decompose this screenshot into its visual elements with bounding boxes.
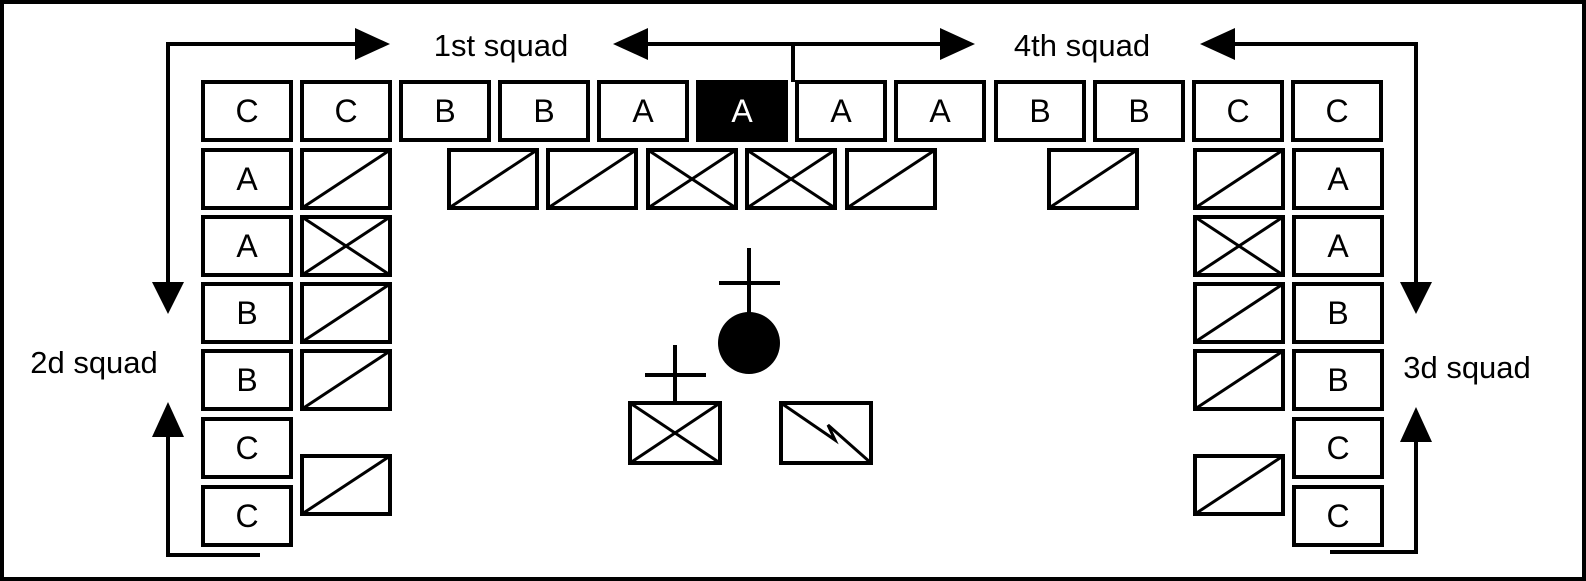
right-column-box-label: A xyxy=(1327,161,1349,197)
right-column-box: C xyxy=(1292,485,1384,547)
top-row-box: C xyxy=(1291,80,1383,142)
top-row-box-label: A xyxy=(929,93,951,129)
slash-vehicle-icon xyxy=(1193,454,1285,516)
right-column-box-label: A xyxy=(1327,228,1349,264)
leader-icon xyxy=(718,248,780,374)
arrow-1st-4th-squad xyxy=(613,28,975,82)
top-row-box-label: C xyxy=(334,93,357,129)
top-row-box: B xyxy=(994,80,1086,142)
top-row-box-label: B xyxy=(1029,93,1050,129)
top-row-box-label: A xyxy=(632,93,654,129)
left-column-box-label: C xyxy=(235,498,258,534)
right-column-box: B xyxy=(1292,349,1384,411)
signal-vehicle-icon xyxy=(779,401,873,465)
slash-vehicle-icon xyxy=(1193,148,1285,210)
top-row-box-label: C xyxy=(1325,93,1348,129)
arrow-3d-squad-up xyxy=(1330,407,1432,554)
slash-vehicle-icon xyxy=(447,148,539,210)
left-column-box: C xyxy=(201,485,293,547)
top-row-box-label: C xyxy=(1226,93,1249,129)
right-column-box-label: B xyxy=(1327,362,1348,398)
left-column-box: B xyxy=(201,349,293,411)
top-row-box: A xyxy=(696,80,788,142)
left-column-box: C xyxy=(201,417,293,479)
arrow-2d-squad-up xyxy=(152,402,260,557)
right-column-box: A xyxy=(1292,148,1384,210)
left-column-box: A xyxy=(201,215,293,277)
top-row-box: C xyxy=(1192,80,1284,142)
slash-vehicle-icon xyxy=(1047,148,1139,210)
slash-vehicle-icon xyxy=(300,454,392,516)
top-row-box: A xyxy=(894,80,986,142)
right-column-box-label: C xyxy=(1326,498,1349,534)
top-row-box-label: A xyxy=(830,93,852,129)
command-vehicle-icon xyxy=(628,345,722,465)
top-row-box: C xyxy=(300,80,392,142)
top-row-box-label: B xyxy=(434,93,455,129)
left-column-box-label: B xyxy=(236,295,257,331)
right-column-box: A xyxy=(1292,215,1384,277)
top-row-box: C xyxy=(201,80,293,142)
left-column-box-label: A xyxy=(236,161,258,197)
top-row-box: A xyxy=(795,80,887,142)
cross-vehicle-icon xyxy=(745,148,837,210)
slash-vehicle-icon xyxy=(300,282,392,344)
top-row-box-label: B xyxy=(1128,93,1149,129)
slash-vehicle-icon xyxy=(845,148,937,210)
arrow-2d-squad-down xyxy=(152,28,390,314)
top-row-box: A xyxy=(597,80,689,142)
cross-vehicle-icon xyxy=(1193,215,1285,277)
left-column-box-label: C xyxy=(235,430,258,466)
top-row-box-label: C xyxy=(235,93,258,129)
squad-label-3d: 3d squad xyxy=(1403,350,1531,385)
squad-label-1st: 1st squad xyxy=(434,28,568,63)
slash-vehicle-icon xyxy=(300,349,392,411)
slash-vehicle-icon xyxy=(1193,282,1285,344)
left-column-box: B xyxy=(201,282,293,344)
arrow-3d-squad-down xyxy=(1200,28,1432,314)
left-column-box: A xyxy=(201,148,293,210)
squad-label-4th: 4th squad xyxy=(1014,28,1150,63)
slash-vehicle-icon xyxy=(546,148,638,210)
vehicle-symbols xyxy=(300,148,1285,516)
top-row-box: B xyxy=(498,80,590,142)
right-column-box-label: C xyxy=(1326,430,1349,466)
slash-vehicle-icon xyxy=(1193,349,1285,411)
slash-vehicle-icon xyxy=(300,148,392,210)
left-column-box-label: A xyxy=(236,228,258,264)
cross-vehicle-icon xyxy=(646,148,738,210)
top-row-box: B xyxy=(1093,80,1185,142)
top-row-box-label: A xyxy=(731,93,753,129)
right-column-box: C xyxy=(1292,417,1384,479)
right-column-box-label: B xyxy=(1327,295,1348,331)
left-column-box-label: B xyxy=(236,362,257,398)
squad-label-2d: 2d squad xyxy=(30,345,158,380)
right-column-box: B xyxy=(1292,282,1384,344)
top-row-box-label: B xyxy=(533,93,554,129)
cross-vehicle-icon xyxy=(300,215,392,277)
top-row-box: B xyxy=(399,80,491,142)
